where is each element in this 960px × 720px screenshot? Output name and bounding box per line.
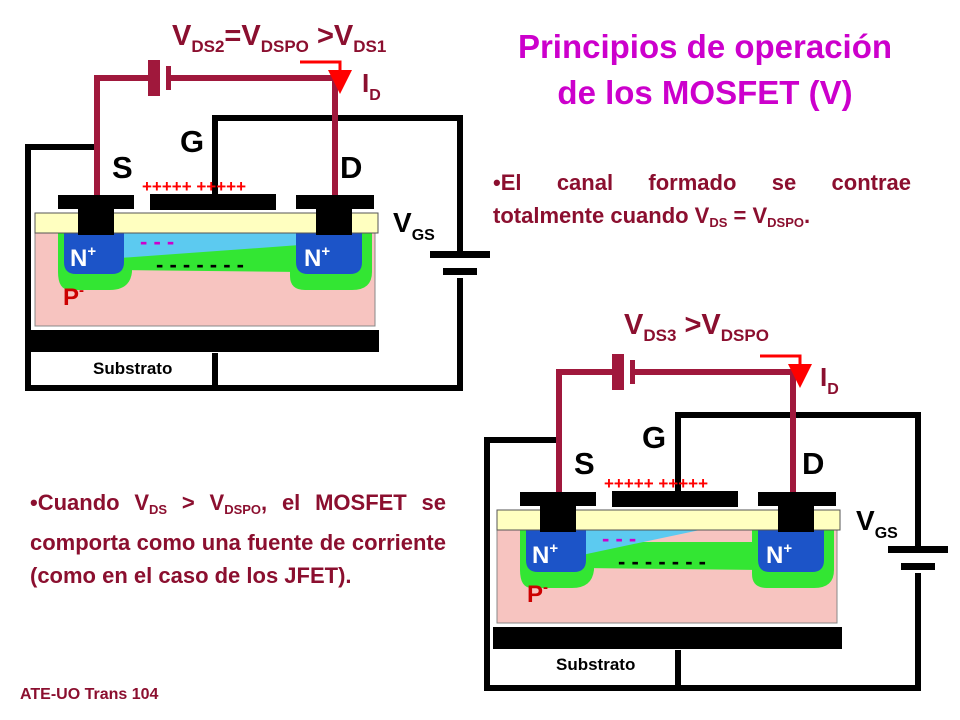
bullet: • [493,170,501,195]
oxide-layer-bottom [496,509,841,531]
paragraph-current-source: •Cuando VDS > VDSPO, el MOSFET se compor… [30,486,446,592]
drain-contact-top [296,195,374,209]
vgs-battery-top [430,251,490,275]
source-plug-bottom [540,502,576,532]
mosfet-diagram-top: VDS2=VDSPO >VDS1 ID G S D +++++ +++++ - … [25,20,490,391]
gate-electrode-top [150,194,276,210]
vds-label-top: VDS2=VDSPO >VDS1 [172,20,386,56]
n-plus-source-top [64,233,124,274]
positive-gate-charges-top: +++++ +++++ [142,177,246,196]
drain-plug-top [316,205,352,235]
gate-label-top: G [180,124,204,159]
title-line-2: de los MOSFET (V) [557,74,853,111]
footer-label: ATE-UO Trans 104 [20,686,159,703]
vds-label-bottom: VDS3 >VDSPO [624,309,769,345]
drain-label-bottom: D [802,446,824,481]
oxide-layer-top [34,212,379,234]
paragraph-text: = V [727,203,768,228]
vds-battery-top [148,60,171,96]
substrate-contact-bottom [493,627,842,649]
n-plus-drain-bottom [758,530,824,572]
id-arrow-top [300,60,352,94]
positive-gate-charges-bottom: +++++ +++++ [604,474,708,493]
paragraph-channel-pinch: •El canal formado se contrae totalmente … [493,166,911,239]
drain-plug-bottom [778,502,814,532]
drain-current-label-top: ID [362,68,381,104]
paragraph-text: . [804,203,811,228]
paragraph-text: Cuando V [37,490,150,515]
subscript: DS [709,215,728,230]
source-label-top: S [112,150,133,185]
vds-battery-bottom [612,354,635,390]
source-plug-top [78,205,114,235]
n-plus-drain-top [296,233,362,274]
drain-current-label-bottom: ID [820,362,839,398]
n-plus-source-bottom [526,530,586,572]
drain-contact-bottom [758,492,836,506]
gate-circuit-wires [484,412,921,691]
bullet: • [30,490,38,515]
subscript: DSPO [767,215,805,230]
p-type-label-top: P- [63,282,84,311]
title-line-1: Principios de operación [517,28,893,65]
substrate-label-top: Substrato [93,359,172,378]
channel-charges-bottom: - - - [602,526,636,551]
drain-label-top: D [340,150,362,185]
vgs-label-top: VGS [393,207,435,244]
n-plus-drain-label-bottom: N+ [766,540,792,569]
channel-bottom [582,530,700,555]
depletion-strip [582,542,762,570]
substrate-contact-top [30,330,379,352]
gate-label-bottom: G [642,420,666,455]
id-arrow-bottom [760,354,812,388]
paragraph-text: , el MOSFET se comporta como una fuente … [30,490,446,588]
slide-title: Principios de operación de los MOSFET (V… [470,24,940,116]
source-label-bottom: S [574,446,595,481]
paragraph-text: El canal formado se contrae totalmente c… [493,170,911,228]
paragraph-text: > V [167,490,225,515]
subscript: DSPO [224,502,262,517]
depletion-charges-top: - - - - - - - [156,252,244,277]
source-contact-top [58,195,134,209]
p-type-label-bottom: P- [527,579,548,608]
vgs-battery-bottom [888,546,948,570]
source-contact-bottom [520,492,596,506]
subscript: DS [149,502,168,517]
vgs-label-bottom: VGS [856,505,898,542]
n-plus-source-label-bottom: N+ [532,540,558,569]
n-plus-drain-label-top: N+ [304,243,330,272]
channel-top [120,233,300,258]
n-plus-source-label-top: N+ [70,243,96,272]
channel-charges-top: - - - [140,229,174,254]
depletion-charges-bottom: - - - - - - - [618,549,706,574]
mosfet-diagram-bottom: VDS3 >VDSPO ID G S D +++++ +++++ - - - -… [484,309,948,691]
gate-electrode-bottom [612,491,738,507]
substrate-label-bottom: Substrato [556,655,635,674]
